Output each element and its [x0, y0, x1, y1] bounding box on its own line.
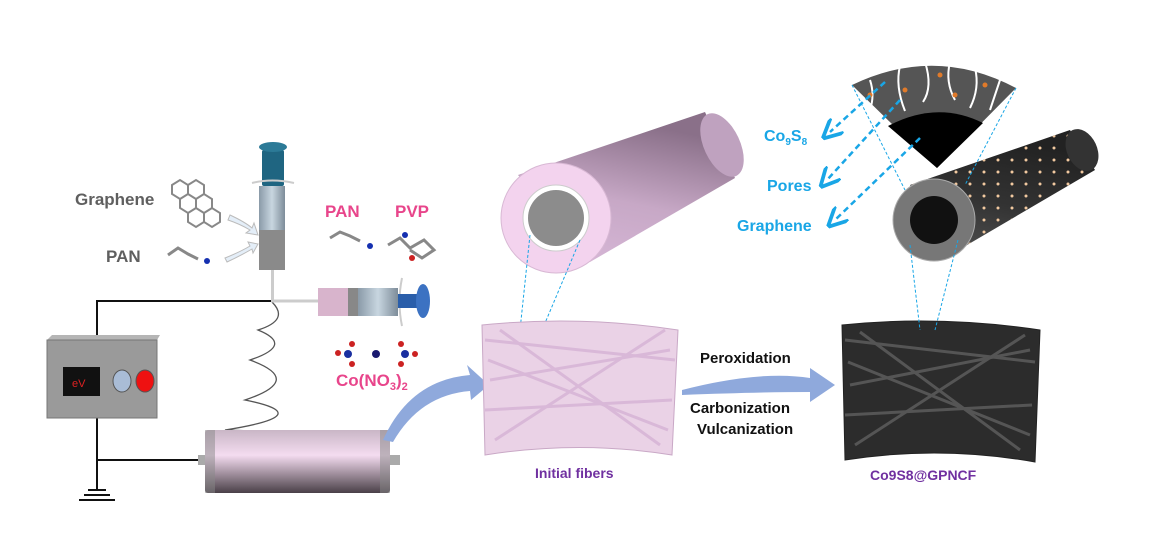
pores-label: Pores: [767, 178, 812, 195]
initial-fibers-label: Initial fibers: [535, 465, 614, 481]
step-peroxidation: Peroxidation: [700, 350, 791, 367]
pvp-molecule-icon: [387, 232, 437, 261]
final-fiber-mat: [841, 320, 1041, 463]
ground-icon: [79, 489, 115, 501]
process-arrow: [682, 368, 835, 402]
pan-molecule-pink-icon: [329, 230, 373, 249]
spinning-jet: [224, 301, 286, 433]
collector-roller: [198, 430, 400, 493]
graphene-label: Graphene: [75, 190, 154, 209]
power-supply: eV: [46, 335, 160, 419]
transfer-arrow: [383, 365, 489, 442]
horizontal-syringe: [272, 277, 430, 327]
step-carbonization: Carbonization: [690, 400, 790, 417]
graphene-molecule-icon: [171, 178, 221, 229]
red-knob-icon: [135, 369, 155, 393]
pan-label: PAN: [106, 247, 141, 266]
callout-arrows: [827, 81, 921, 220]
voltage-display-text: eV: [72, 378, 86, 390]
graphene-annotation-label: Graphene: [737, 218, 812, 235]
feed-arrows: [224, 214, 259, 263]
cobalt-nitrate-label: Co(NO3)2: [336, 371, 408, 393]
final-product-label: Co9S8@GPNCF: [870, 467, 977, 483]
vertical-syringe: [251, 142, 295, 302]
circuit-wires: [96, 300, 272, 490]
step-vulcanization: Vulcanization: [697, 421, 793, 438]
cross-section-wedge: [851, 61, 1017, 191]
pan-label-pink: PAN: [325, 202, 360, 221]
pan-molecule-icon: [167, 246, 210, 264]
initial-fiber-mat: [481, 320, 679, 456]
pvp-label: PVP: [395, 202, 429, 221]
voltage-display: [63, 367, 100, 396]
initial-fiber-tube: [500, 112, 744, 336]
final-fiber-tube: [892, 129, 1099, 331]
co9s8-label: Co9S8: [764, 128, 808, 148]
gray-knob-icon: [112, 369, 132, 393]
cobalt-nitrate-molecule-icon: [335, 341, 418, 367]
